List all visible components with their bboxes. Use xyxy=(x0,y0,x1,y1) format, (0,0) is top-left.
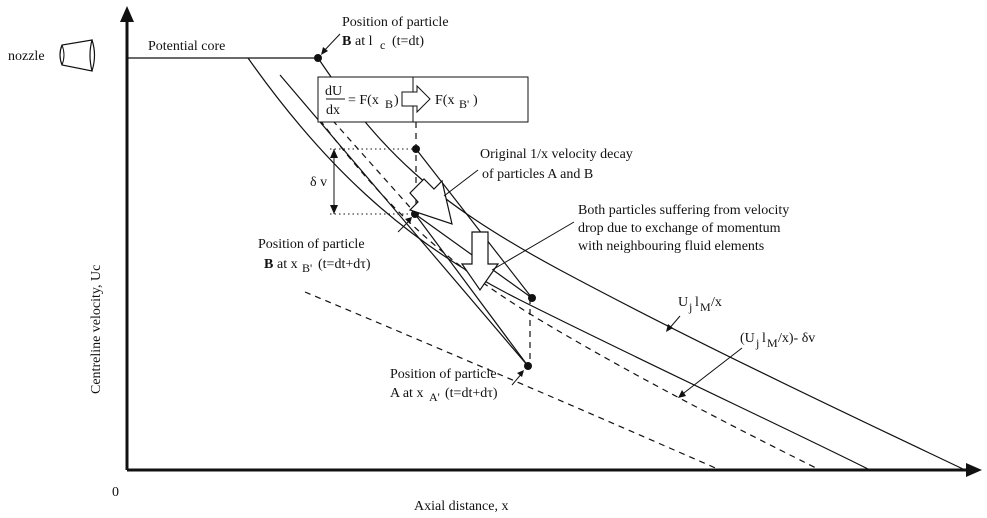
both-line1: Both particles suffering from velocity xyxy=(578,203,789,218)
particle-point-right xyxy=(528,294,536,302)
pointer-b-xb-head xyxy=(405,217,412,224)
potential-core-label: Potential core xyxy=(148,39,225,54)
svg-text:j: j xyxy=(688,300,692,314)
pointer-both xyxy=(491,221,575,271)
particle-b-at-lc xyxy=(314,54,322,62)
y-axis-arrowhead xyxy=(120,6,134,22)
pointer-a-head xyxy=(517,370,524,377)
svg-text:/x: /x xyxy=(711,295,722,310)
hollow-arrow-right xyxy=(401,84,431,114)
eq-target: F(x xyxy=(435,93,454,108)
eq-rhs-close: ) xyxy=(394,93,399,108)
delta-v-bracket xyxy=(330,149,338,214)
orig-decay-line1: Original 1/x velocity decay xyxy=(480,147,633,162)
both-line2: drop due to exchange of momentum xyxy=(578,221,781,236)
eq-target-close: ) xyxy=(473,93,478,108)
pos-b-lc-rest: at l xyxy=(355,34,373,49)
particle-a-at-xa xyxy=(524,362,532,370)
x-axis-label: Axial distance, x xyxy=(414,499,508,514)
pos-a-sub: A' xyxy=(429,390,440,404)
eq-denominator: dx xyxy=(326,103,340,118)
label-ujlm-over-x: U j l M /x xyxy=(678,295,722,314)
curve-ujlm-minus-dv xyxy=(247,57,871,471)
svg-text:l: l xyxy=(762,331,766,346)
label-ujlm-minus-dv: (U j l M /x)- δv xyxy=(740,331,815,350)
axes xyxy=(120,6,982,477)
pointer-ujlm-dv xyxy=(679,347,743,397)
pos-b-xb-rest: at x xyxy=(277,257,298,272)
particle-point-upper xyxy=(412,145,420,153)
svg-text:l: l xyxy=(695,295,699,310)
pos-b-xb-bold: B xyxy=(264,257,273,272)
origin-label: 0 xyxy=(112,485,119,500)
x-axis-arrowhead xyxy=(966,463,982,477)
pos-b-lc-sub: c xyxy=(380,38,385,52)
pos-b-xb-time: (t=dt+dτ) xyxy=(318,257,371,272)
decay-line-b-to-a xyxy=(414,213,529,367)
hollow-arrow-down xyxy=(460,231,500,292)
pointer-ujlm-dv-head xyxy=(678,390,686,398)
pos-a-line2: A at x xyxy=(390,386,423,401)
hollow-arrow-diagonal xyxy=(408,178,453,225)
pos-b-lc-time: (t=dt) xyxy=(392,34,424,49)
eq-target-sub: B' xyxy=(459,97,469,111)
svg-text:U: U xyxy=(678,295,688,310)
both-line3: with neighbouring fluid elements xyxy=(578,239,764,254)
eq-rhs-sub: B xyxy=(385,97,393,111)
svg-text:M: M xyxy=(767,336,778,350)
decay-line-p2-to-p3 xyxy=(415,148,533,299)
svg-text:(U: (U xyxy=(740,331,755,346)
pos-a-line1: Position of particle xyxy=(390,367,497,382)
eq-rhs: = F(x xyxy=(348,93,379,108)
pos-b-xb-line1: Position of particle xyxy=(258,237,365,252)
pointer-ujlm-head xyxy=(666,324,673,332)
decay-line-outer xyxy=(279,74,529,367)
equation-box xyxy=(317,76,529,123)
delta-v-label: δ v xyxy=(310,175,327,190)
svg-text:M: M xyxy=(700,300,711,314)
pos-b-lc-bold: B xyxy=(342,34,351,49)
pos-b-lc-line1: Position of particle xyxy=(342,15,449,30)
pos-a-time: (t=dt+dτ) xyxy=(445,386,498,401)
nozzle-icon xyxy=(59,39,96,72)
nozzle-label: nozzle xyxy=(8,49,45,64)
pointer-orig-decay xyxy=(443,169,479,197)
svg-text:/x)- δv: /x)- δv xyxy=(778,331,815,346)
orig-decay-line2: of particles A and B xyxy=(482,167,593,182)
y-axis-label: Centreline velocity, Uc xyxy=(89,265,104,394)
dashed-curve-lower xyxy=(304,291,721,471)
pointer-b-lc-head xyxy=(321,47,328,55)
eq-numerator: dU xyxy=(325,84,342,99)
curve-ujlm-over-x xyxy=(317,57,966,471)
svg-text:j: j xyxy=(755,336,759,350)
dashed-curve-upper xyxy=(319,119,821,471)
pos-b-xb-sub: B' xyxy=(302,261,312,275)
